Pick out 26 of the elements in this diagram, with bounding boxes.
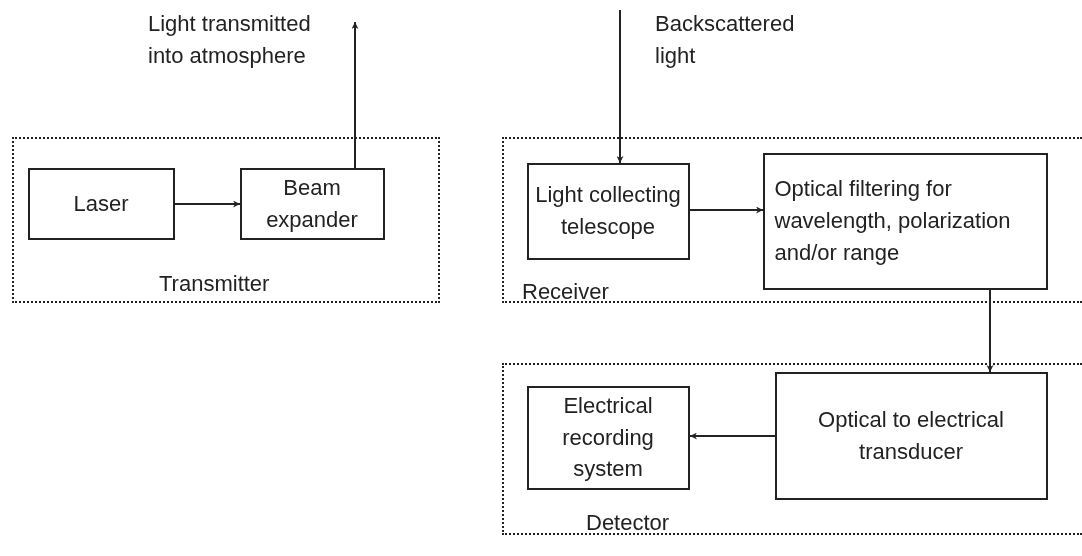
dotted-group-box — [502, 363, 1082, 535]
group-label: Detector — [586, 510, 670, 536]
process-box — [526, 162, 690, 260]
arrow — [351, 21, 359, 169]
box-label: Optical to electrical transducer — [817, 405, 1005, 466]
process-box — [762, 152, 1048, 290]
arrow — [174, 200, 241, 208]
group-label: Transmitter — [159, 271, 270, 297]
arrow — [689, 206, 764, 214]
dotted-group-box — [502, 137, 1082, 303]
process-box — [239, 167, 385, 240]
dotted-group-box — [12, 137, 440, 303]
process-box — [27, 167, 175, 240]
box-label: Optical filtering for wavelength, polarization and/or range — [774, 175, 1012, 267]
flow-label: Backscattered light — [655, 10, 796, 70]
box-label: Electrical recording system — [561, 391, 655, 484]
arrow — [616, 9, 624, 164]
group-label: Receiver — [522, 279, 609, 305]
box-label: Beam expander — [265, 173, 359, 234]
flow-label: Light transmitted into atmosphere — [148, 10, 312, 70]
process-box — [526, 385, 690, 490]
process-box — [774, 371, 1048, 500]
arrow — [986, 289, 994, 373]
arrow — [689, 432, 776, 440]
box-label: Light collecting telescope — [534, 181, 682, 241]
box-label: Laser — [73, 189, 129, 218]
